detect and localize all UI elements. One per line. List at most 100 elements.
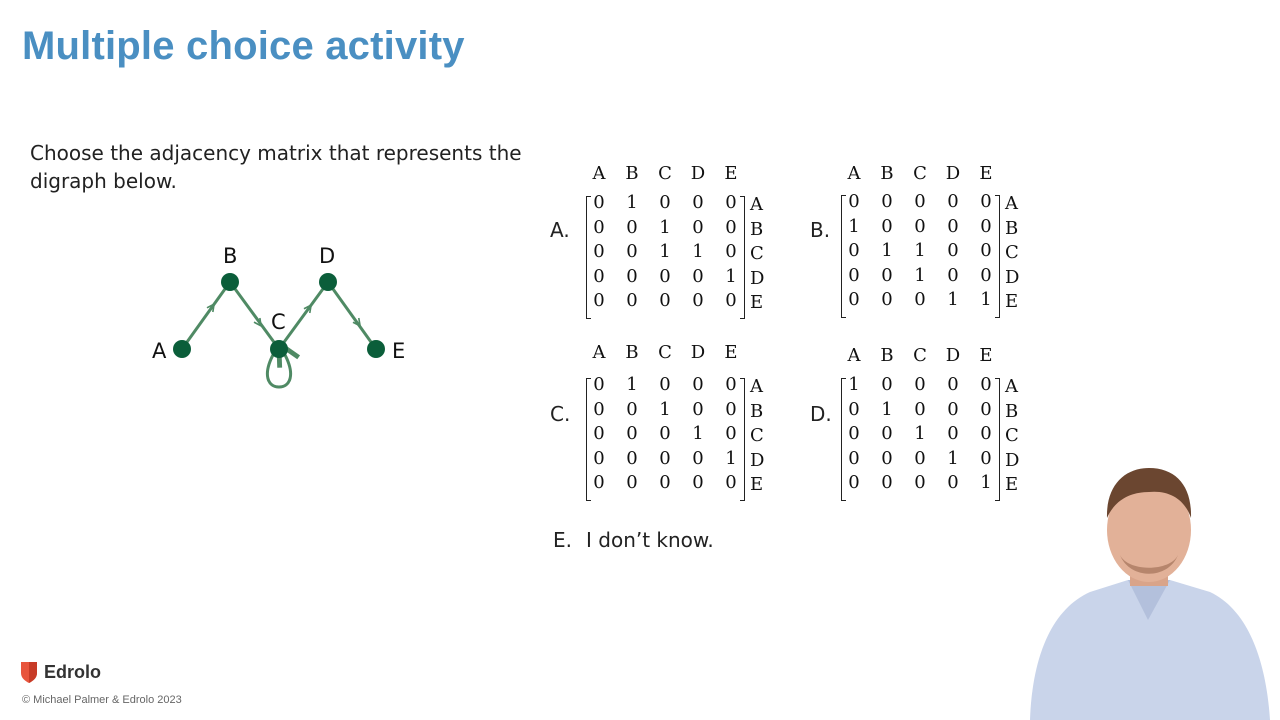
left-bracket — [841, 378, 846, 501]
presenter-head — [1107, 478, 1191, 582]
matrix-cell: 1 — [626, 374, 638, 395]
row-header: C — [1005, 425, 1019, 446]
matrix-cell: 1 — [881, 240, 893, 261]
matrix-cell: 0 — [659, 374, 671, 395]
row-header: E — [1005, 474, 1019, 495]
column-header: E — [724, 163, 738, 184]
matrix-cell: 0 — [980, 264, 992, 286]
matrix-cell: 1 — [914, 240, 926, 261]
matrix-cell: 0 — [725, 192, 737, 213]
matrix-cell: 0 — [692, 374, 704, 395]
node-b — [221, 273, 239, 291]
row-header: A — [1005, 193, 1018, 214]
matrix-cell: 0 — [947, 398, 959, 420]
matrix-cell: 1 — [725, 447, 737, 469]
matrix-cell: 0 — [947, 472, 959, 493]
matrix-cell: 0 — [626, 472, 638, 493]
matrix-cell: 0 — [593, 192, 605, 213]
matrix-cell: 1 — [626, 192, 638, 213]
column-header: C — [658, 342, 672, 363]
column-header: E — [724, 342, 738, 363]
matrix-cell: 0 — [725, 472, 737, 493]
row-header: B — [1005, 400, 1019, 422]
matrix-cell: 0 — [980, 423, 992, 444]
option-e-letter: E. — [553, 528, 572, 552]
digraph: A B C D E — [152, 244, 405, 389]
matrix-cell: 0 — [692, 398, 704, 420]
matrix-cell: 0 — [725, 398, 737, 420]
matrix-cell: 0 — [659, 472, 671, 493]
matrix-cell: 0 — [848, 191, 860, 212]
option-a-letter[interactable]: A. — [550, 218, 570, 242]
slide-title: Multiple choice activity — [22, 24, 465, 68]
matrix-cell: 1 — [692, 423, 704, 444]
edge-c-d — [277, 281, 330, 350]
right-bracket — [740, 378, 745, 501]
column-header: E — [979, 345, 993, 366]
matrix-cell: 0 — [947, 374, 959, 395]
option-b-letter[interactable]: B. — [810, 218, 831, 242]
matrix-cell: 1 — [659, 241, 671, 262]
matrix-cell: 0 — [881, 191, 893, 212]
edrolo-shield-icon — [21, 662, 37, 683]
option-d-letter[interactable]: D. — [810, 402, 832, 426]
row-header: B — [750, 218, 764, 240]
matrix-cell: 0 — [914, 215, 926, 237]
matrix-cell: 0 — [725, 216, 737, 238]
matrix-cell: 0 — [848, 240, 860, 261]
column-header: C — [658, 163, 672, 184]
matrix-cell: 0 — [848, 423, 860, 444]
right-bracket — [995, 378, 1000, 501]
matrix-cell: 0 — [692, 265, 704, 287]
matrix-cell: 1 — [980, 289, 992, 310]
column-header: A — [847, 163, 861, 184]
matrix-cell: 0 — [725, 374, 737, 395]
row-header: E — [750, 292, 764, 313]
matrix-cell: 0 — [593, 216, 605, 238]
matrix-cell: 0 — [980, 374, 992, 395]
matrix-cell: 0 — [725, 423, 737, 444]
column-header: A — [592, 163, 606, 184]
presenter-shirt — [1030, 580, 1270, 720]
column-header: C — [913, 163, 927, 184]
edge-a-b — [180, 281, 232, 350]
matrix-cell: 0 — [980, 398, 992, 420]
node-label-e: E — [392, 339, 405, 363]
edge-c-loop — [265, 353, 290, 389]
column-header: B — [880, 163, 894, 184]
matrix-cell: 1 — [725, 265, 737, 287]
matrix-cell: 0 — [692, 192, 704, 213]
matrix-cell: 0 — [692, 447, 704, 469]
column-header: D — [690, 342, 706, 363]
matrix-cell: 0 — [980, 447, 992, 469]
matrix-cell: 0 — [659, 447, 671, 469]
row-header: A — [750, 194, 763, 215]
left-bracket — [586, 378, 591, 501]
matrix-cell: 0 — [947, 240, 959, 261]
row-header: C — [1005, 242, 1019, 263]
matrix-cell: 0 — [593, 374, 605, 395]
matrix-cell: 0 — [626, 398, 638, 420]
matrix-cell: 0 — [593, 423, 605, 444]
matrix-cell: 0 — [692, 290, 704, 311]
row-header: A — [1005, 376, 1018, 397]
node-c — [270, 340, 288, 358]
edge-d-e — [326, 281, 378, 350]
option-c-letter[interactable]: C. — [550, 402, 571, 426]
copyright-notice: © Michael Palmer & Edrolo 2023 — [22, 694, 182, 706]
left-bracket — [841, 195, 846, 318]
column-header: D — [945, 345, 961, 366]
matrix-cell: 0 — [881, 289, 893, 310]
matrix-cell: 0 — [626, 447, 638, 469]
row-header: A — [750, 376, 763, 397]
row-header: C — [750, 243, 764, 264]
matrix-cell: 1 — [848, 215, 860, 237]
column-header: A — [592, 342, 606, 363]
matrix-cell: 0 — [980, 240, 992, 261]
option-e[interactable]: E.I don’t know. — [553, 528, 714, 552]
matrix-cell: 0 — [914, 398, 926, 420]
